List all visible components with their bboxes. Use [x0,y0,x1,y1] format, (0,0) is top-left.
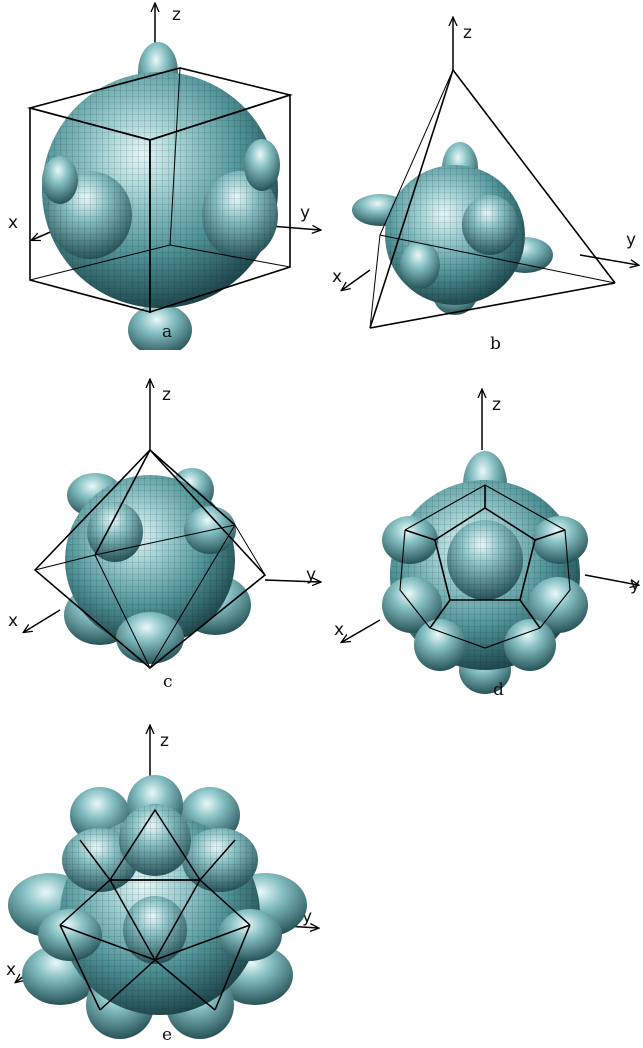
y-axis-label: y [306,565,316,585]
x-axis-label: x [8,611,18,631]
y-axis-label: y [626,230,636,250]
panel-label-d: d [493,680,504,700]
y-axis [584,574,638,585]
tetrahedron-wireframe [369,69,616,329]
panel-c: z y x c [0,370,330,700]
y-axis-label: y [300,203,310,223]
z-axis-label: z [160,731,169,751]
x-axis [342,269,371,290]
x-axis [342,619,381,642]
panel-label-b: b [490,334,501,354]
surface-blob-c [64,468,251,664]
x-axis [24,609,61,632]
x-axis-label: x [334,620,344,640]
panel-a-figure: z y x [8,0,330,350]
panel-label-a: a [162,322,173,342]
panel-d-figure: z y x [334,380,643,694]
y-axis [579,254,638,265]
panel-a: z y x a [0,0,330,350]
panel-d: z y x d [330,380,643,710]
surface-blob-d [382,451,588,694]
panel-label-c: c [163,672,173,692]
panel-b-figure: z y x [332,0,643,329]
surface-blob-a [42,42,280,350]
y-axis [269,226,320,230]
y-axis-label: y [630,575,640,595]
z-axis-label: z [463,23,472,43]
panel-c-figure: z y x [8,370,330,670]
surface-blob-b [352,142,553,315]
panel-b: z y x b [330,0,643,360]
x-axis-label: x [332,267,342,287]
x-axis-label: x [6,960,16,980]
panel-e: z y x [0,720,340,1048]
panel-label-e: e [162,1025,173,1045]
panel-e-figure: z y x [6,720,340,1039]
cube-wireframe [26,67,293,314]
x-axis-label: x [8,213,18,233]
icosahedron-wireframe [59,808,251,1011]
z-axis-label: z [492,395,501,415]
z-axis-label: z [172,5,181,25]
surface-blob-e [8,775,307,1039]
y-axis [264,580,320,582]
octahedron-wireframe [33,448,267,670]
dodecahedron-wireframe [399,484,571,649]
y-axis-label: y [302,907,312,927]
z-axis-label: z [162,385,171,405]
